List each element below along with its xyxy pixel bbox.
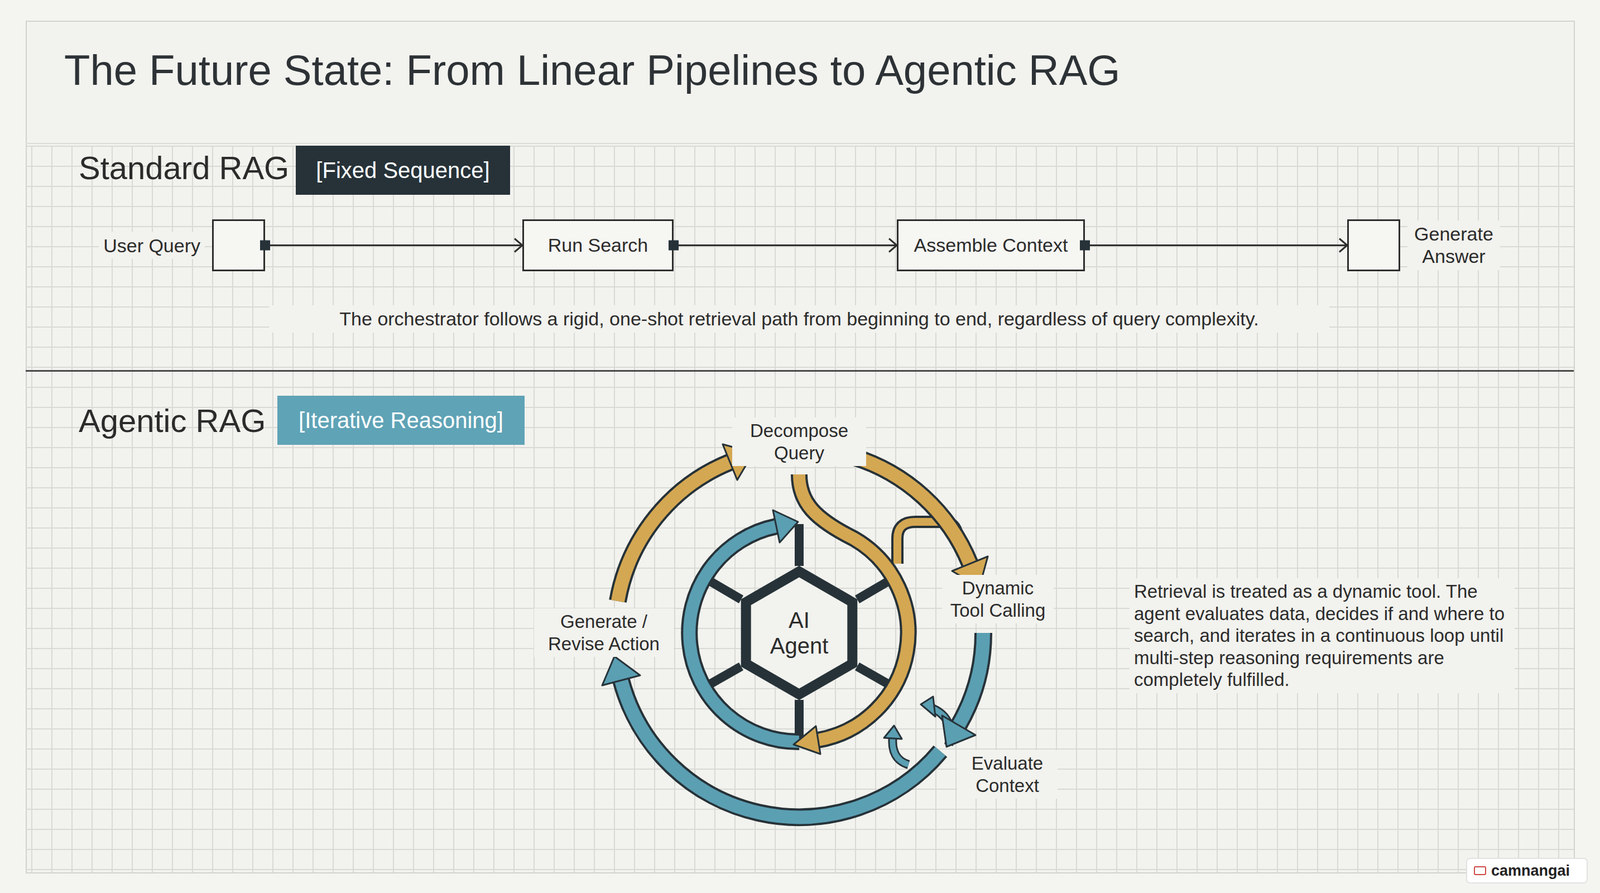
connector-port	[1079, 240, 1090, 251]
node-text: [Iterative Reasoning]	[298, 407, 504, 434]
small-loop-outline	[892, 735, 909, 765]
arrow-head	[793, 726, 821, 754]
section-badge: [Fixed Sequence]	[295, 145, 511, 195]
stage-label: Decompose Query	[732, 417, 867, 466]
section-badge: [Iterative Reasoning]	[277, 395, 525, 445]
title-rule	[25, 142, 1574, 144]
connector-line	[1084, 244, 1348, 247]
watermark-box	[1466, 858, 1588, 883]
node-text: Assemble Context	[914, 233, 1069, 257]
stage-label: Dynamic Tool Calling	[942, 574, 1054, 624]
stage-label: Generate / Revise Action	[534, 608, 674, 657]
outer-arc-arrow	[852, 456, 970, 564]
flow-connector	[1079, 238, 1348, 253]
outer-arc-outline	[621, 680, 941, 818]
process-box: Run Search	[522, 219, 674, 272]
agent-hexagon: AI Agent	[732, 565, 867, 700]
outer-arc-outline	[852, 456, 970, 564]
outer-arc-arrow	[958, 632, 984, 725]
flow-connector	[668, 238, 897, 253]
arrow-head	[602, 656, 641, 686]
connector-port	[260, 240, 271, 251]
node-text: Run Search	[548, 233, 649, 257]
process-box: User Query	[212, 219, 266, 272]
node-text: AI Agent	[768, 607, 830, 659]
description-note: Retrieval is treated as a dynamic tool. …	[1129, 578, 1515, 694]
outer-arc-outline	[617, 462, 730, 602]
section-divider	[25, 370, 1574, 372]
node-text: User Query	[98, 231, 205, 259]
connector-line	[673, 244, 897, 247]
small-loop-arrow	[892, 735, 909, 765]
hexagon-outline	[732, 565, 867, 700]
arrow-head	[772, 510, 799, 543]
node-text: [Fixed Sequence]	[315, 157, 490, 184]
watermark-badge	[1466, 858, 1588, 883]
process-box: Assemble Context	[896, 219, 1085, 272]
arrow-head	[889, 238, 897, 253]
arrow-head	[920, 696, 936, 717]
spoke	[794, 524, 804, 566]
arrow-head	[514, 238, 523, 253]
connector-port	[668, 240, 679, 251]
stage-label: Evaluate Context	[957, 750, 1058, 799]
flow-connector	[260, 238, 523, 253]
section-heading: Agentic RAG	[78, 401, 275, 441]
arrow-head	[883, 725, 902, 739]
node-text: Generate Answer	[1407, 220, 1501, 271]
watermark: camnangai	[1491, 860, 1587, 881]
outer-arc-arrow	[621, 680, 941, 818]
outer-arc-outline	[958, 632, 984, 725]
diagram-title: The Future State: From Linear Pipelines …	[64, 44, 1121, 96]
section-heading: Standard RAG	[78, 148, 291, 188]
hexagon-shape	[746, 571, 853, 695]
watermark-icon	[1474, 866, 1486, 875]
process-box: Generate Answer	[1347, 219, 1401, 272]
arrow-head	[942, 715, 976, 747]
outer-arc-arrow	[617, 462, 730, 602]
caption-note: The orchestrator follows a rigid, one-sh…	[268, 305, 1330, 333]
connector-line	[265, 244, 523, 247]
arrow-head	[1339, 238, 1348, 253]
